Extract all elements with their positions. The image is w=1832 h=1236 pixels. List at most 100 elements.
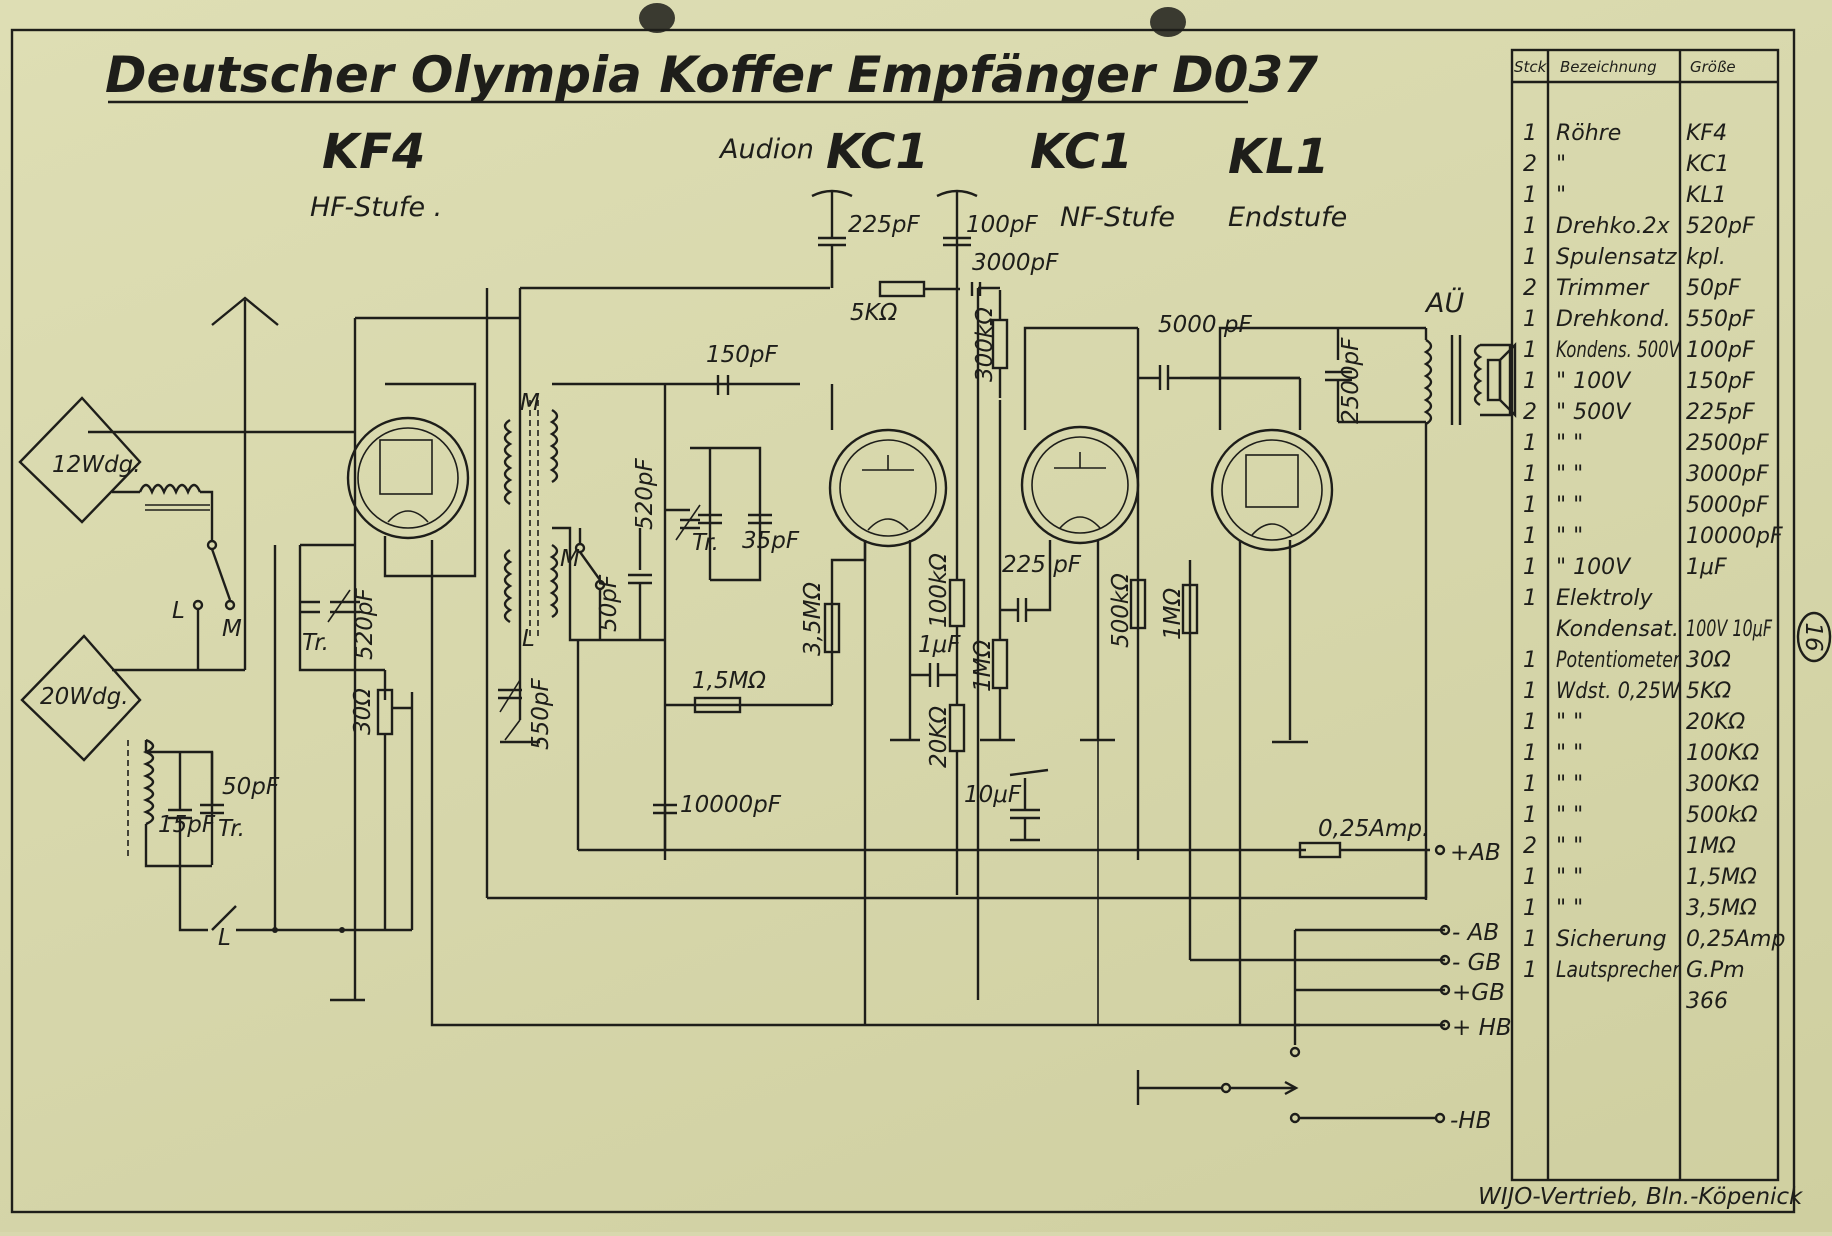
table-header-size: Größe xyxy=(1690,58,1736,76)
table-cell-designation: Lautsprecher xyxy=(1556,958,1682,983)
nf-stage-wiring xyxy=(980,290,1052,842)
resistor-label-1-5mohm: 1,5MΩ xyxy=(692,668,766,694)
table-cell-designation: " " xyxy=(1556,493,1583,518)
table-cell-designation: Trimmer xyxy=(1556,276,1650,301)
table-cell-size: 10000pF xyxy=(1686,524,1783,549)
table-cell-designation: Kondensat. xyxy=(1556,617,1679,642)
variable-capacitor-550pf xyxy=(498,679,522,713)
kf4-wiring xyxy=(88,316,1300,1027)
table-cell-qty: 1 xyxy=(1523,679,1537,704)
resistor-label-30ohm: 30Ω xyxy=(350,688,376,735)
table-row: 2" "1MΩ xyxy=(1523,834,1736,859)
terminal-minus-hb: -HB xyxy=(1450,1108,1491,1134)
audion-tuning-network xyxy=(653,375,832,860)
tube-kf4 xyxy=(346,416,470,540)
resistor-5kohm xyxy=(878,280,926,298)
table-cell-size: KF4 xyxy=(1686,121,1727,146)
speaker-icon xyxy=(1486,342,1517,418)
table-cell-designation: " " xyxy=(1556,741,1583,766)
table-cell-designation: " " xyxy=(1556,834,1583,859)
page-number-circle xyxy=(1796,611,1832,663)
output-transformer xyxy=(1423,335,1512,426)
capacitor-50pf-audion xyxy=(628,528,652,640)
table-cell-designation: Sicherung xyxy=(1556,927,1667,952)
table-cell-size: 300KΩ xyxy=(1686,772,1759,797)
table-row: 1" "5000pF xyxy=(1523,493,1769,518)
output-transformer-label: AÜ xyxy=(1424,287,1464,319)
table-cell-size: 2500pF xyxy=(1686,431,1769,456)
table-row: 1" "3,5MΩ xyxy=(1523,896,1757,921)
trimmer-label-tr3: Tr. xyxy=(218,816,245,842)
table-cell-qty: 2 xyxy=(1523,276,1537,301)
table-cell-designation: " " xyxy=(1556,803,1583,828)
capacitor-label-225pf-b: 225 pF xyxy=(1002,552,1082,578)
table-cell-qty: 1 xyxy=(1523,741,1537,766)
table-row: 2"KC1 xyxy=(1523,152,1729,177)
table-cell-designation: " 500V xyxy=(1556,400,1632,425)
resistor-label-1mohm-b: 1MΩ xyxy=(1160,588,1186,640)
terminal-plus-gb: +GB xyxy=(1452,980,1505,1006)
table-cell-qty: 1 xyxy=(1523,896,1537,921)
tube-label-kl1: KL1 xyxy=(1228,129,1329,185)
capacitor-label-520pf-a: 520pF xyxy=(352,588,378,660)
table-cell-qty: 1 xyxy=(1523,648,1537,673)
coil-label-20wdg: 20Wdg. xyxy=(40,684,129,710)
table-cell-qty: 1 xyxy=(1523,214,1537,239)
switch-label-m-audion: M xyxy=(560,546,580,572)
table-cell-size: 30Ω xyxy=(1686,648,1731,673)
table-cell-designation: Drehkond. xyxy=(1556,307,1671,332)
table-row: 2 Trimmer 50pF xyxy=(1523,276,1741,301)
band-switch-lm xyxy=(112,539,245,672)
table-cell-size: 1,5MΩ xyxy=(1686,865,1757,890)
frame-coil-12wdg xyxy=(18,396,142,524)
table-cell-designation: Kondens. 500V xyxy=(1556,338,1681,363)
capacitor-label-520pf-b: 520pF xyxy=(632,458,658,530)
switch-m-audion xyxy=(574,528,606,640)
table-row: 366 xyxy=(1686,989,1728,1014)
table-row: 1" "2500pF xyxy=(1523,431,1769,456)
table-cell-size: 3000pF xyxy=(1686,462,1769,487)
tuning-capacitor-520pf-kf4 xyxy=(300,589,360,623)
table-cell-designation: " " xyxy=(1556,865,1583,890)
hf-coil-set xyxy=(500,286,830,744)
nf-tube-wiring xyxy=(1023,326,1300,1025)
table-cell-designation: " xyxy=(1556,183,1566,208)
table-cell-size: 500kΩ xyxy=(1686,803,1758,828)
table-header-qty: Stck xyxy=(1514,58,1548,76)
resistor-20kohm xyxy=(948,703,966,753)
terminal-contacts xyxy=(1289,844,1451,1124)
table-cell-size: G.Pm xyxy=(1686,958,1745,983)
switch-label-l2: L xyxy=(218,925,231,951)
resistor-500kohm xyxy=(1129,578,1147,630)
capacitor-label-5000pf: 5000 pF xyxy=(1158,312,1252,338)
resistor-label-500kohm: 500kΩ xyxy=(1108,573,1134,648)
table-cell-designation: " " xyxy=(1556,896,1583,921)
table-cell-size: 50pF xyxy=(1686,276,1741,301)
table-row: 1" "500kΩ xyxy=(1523,803,1758,828)
resistor-label-300kohm: 300kΩ xyxy=(972,307,998,382)
table-cell-qty: 1 xyxy=(1523,493,1537,518)
capacitor-label-100pf: 100pF xyxy=(966,212,1038,238)
audion-wiring xyxy=(811,189,1000,1025)
table-row: 1" "20KΩ xyxy=(1523,710,1745,735)
stage-label-hf: HF-Stufe . xyxy=(310,192,442,223)
table-cell-designation: " " xyxy=(1556,772,1583,797)
band-switch-l xyxy=(178,866,412,933)
table-cell-size: 1MΩ xyxy=(1686,834,1736,859)
capacitor-label-550pf: 550pF xyxy=(528,678,554,750)
table-cell-designation: " " xyxy=(1556,524,1583,549)
resistor-1mohm-b xyxy=(1181,583,1199,635)
capacitor-label-35pf: 35pF xyxy=(742,528,800,554)
table-cell-designation: " 100V xyxy=(1556,369,1632,394)
table-cell-qty: 1 xyxy=(1523,338,1537,363)
tube-kl1 xyxy=(1210,428,1334,552)
table-header-designation: Bezeichnung xyxy=(1560,58,1657,76)
